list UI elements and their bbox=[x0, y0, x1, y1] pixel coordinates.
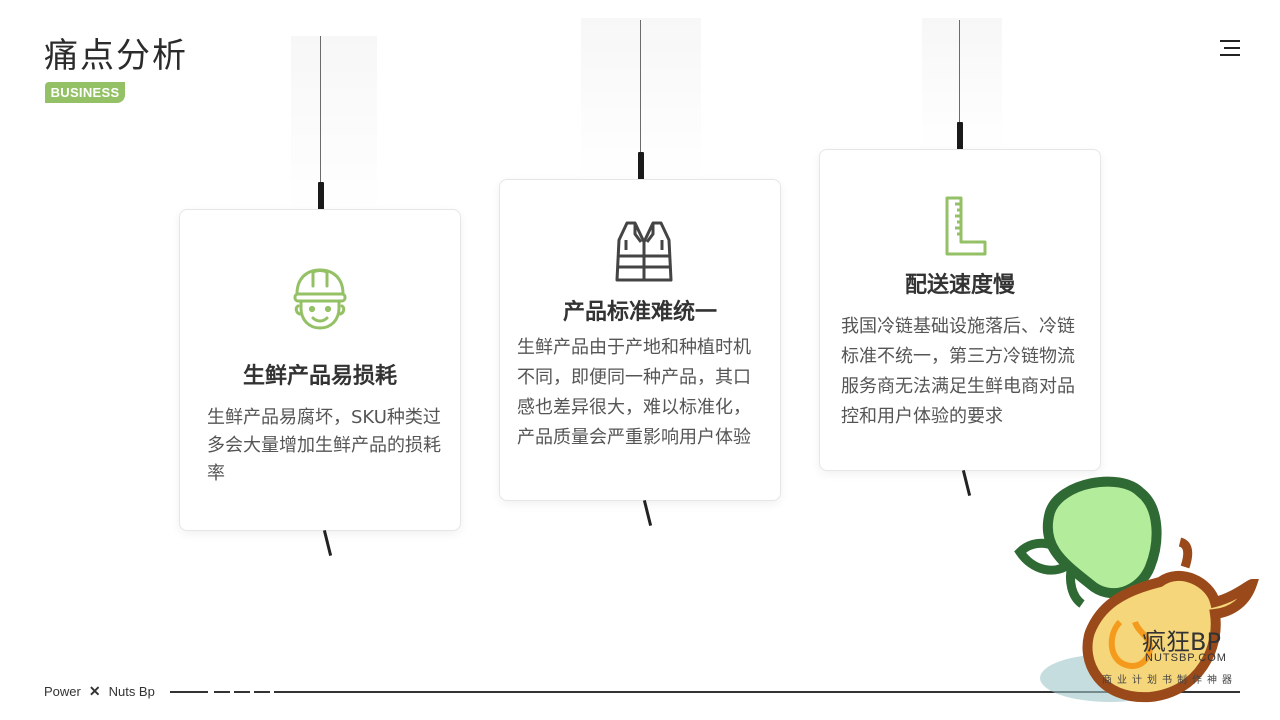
close-x-icon: ✕ bbox=[88, 683, 101, 699]
card-body: 我国冷链基础设施落后、冷链标准不统一，第三方冷链物流服务商无法满足生鲜电商对品控… bbox=[841, 316, 1075, 427]
card-clip bbox=[638, 152, 644, 180]
footer-nuts-bp: Nuts Bp bbox=[108, 684, 155, 699]
safety-vest-icon bbox=[613, 220, 675, 286]
card-tail bbox=[642, 500, 653, 526]
logo-url: NUTSBP.COM bbox=[1145, 652, 1227, 664]
logo-tagline: 商业计划书制作神器 bbox=[1102, 675, 1237, 686]
card-body: 生鲜产品由于产地和种植时机不同，即便同一种产品，其口感也差异很大，难以标准化，产… bbox=[517, 337, 751, 448]
footer-divider-dash bbox=[254, 691, 270, 693]
footer-power: Power bbox=[44, 684, 81, 699]
card-title: 产品标准难统一 bbox=[562, 300, 717, 325]
card-body: 生鲜产品易腐坏，SKU种类过多会大量增加生鲜产品的损耗率 bbox=[207, 407, 441, 484]
card-tail bbox=[322, 530, 333, 556]
pain-card-1: 生鲜产品易损耗 生鲜产品易腐坏，SKU种类过多会大量增加生鲜产品的损耗率 bbox=[179, 209, 461, 531]
card-title: 配送速度慢 bbox=[904, 273, 1015, 298]
pear-mascot-logo-icon bbox=[1014, 476, 1259, 703]
pain-card-2: 产品标准难统一 生鲜产品由于产地和种植时机不同，即便同一种产品，其口感也差异很大… bbox=[499, 179, 781, 501]
pain-card-3: 配送速度慢 我国冷链基础设施落后、冷链标准不统一，第三方冷链物流服务商无法满足生… bbox=[819, 149, 1101, 471]
section-badge: BUSINESS bbox=[45, 82, 125, 103]
card-hanger-shadow bbox=[291, 36, 377, 216]
worker-helmet-icon bbox=[293, 268, 347, 336]
card-hanger-wire bbox=[640, 20, 641, 155]
card-hanger-wire bbox=[320, 36, 321, 186]
card-tail bbox=[961, 470, 972, 496]
page-title: 痛点分析 bbox=[44, 36, 188, 76]
logo-brand-name: 疯狂BP bbox=[1142, 628, 1221, 656]
footer-divider-dash bbox=[214, 691, 230, 693]
ruler-square-icon bbox=[944, 196, 988, 262]
footer-divider bbox=[170, 691, 208, 693]
footer-divider-dash bbox=[234, 691, 250, 693]
card-hanger-wire bbox=[959, 20, 960, 125]
footer-divider bbox=[274, 691, 1240, 693]
menu-icon[interactable] bbox=[1220, 38, 1240, 58]
footer-credit: Power ✕ Nuts Bp bbox=[44, 683, 155, 700]
card-clip bbox=[957, 122, 963, 150]
card-clip bbox=[318, 182, 324, 210]
card-title: 生鲜产品易损耗 bbox=[242, 364, 397, 389]
